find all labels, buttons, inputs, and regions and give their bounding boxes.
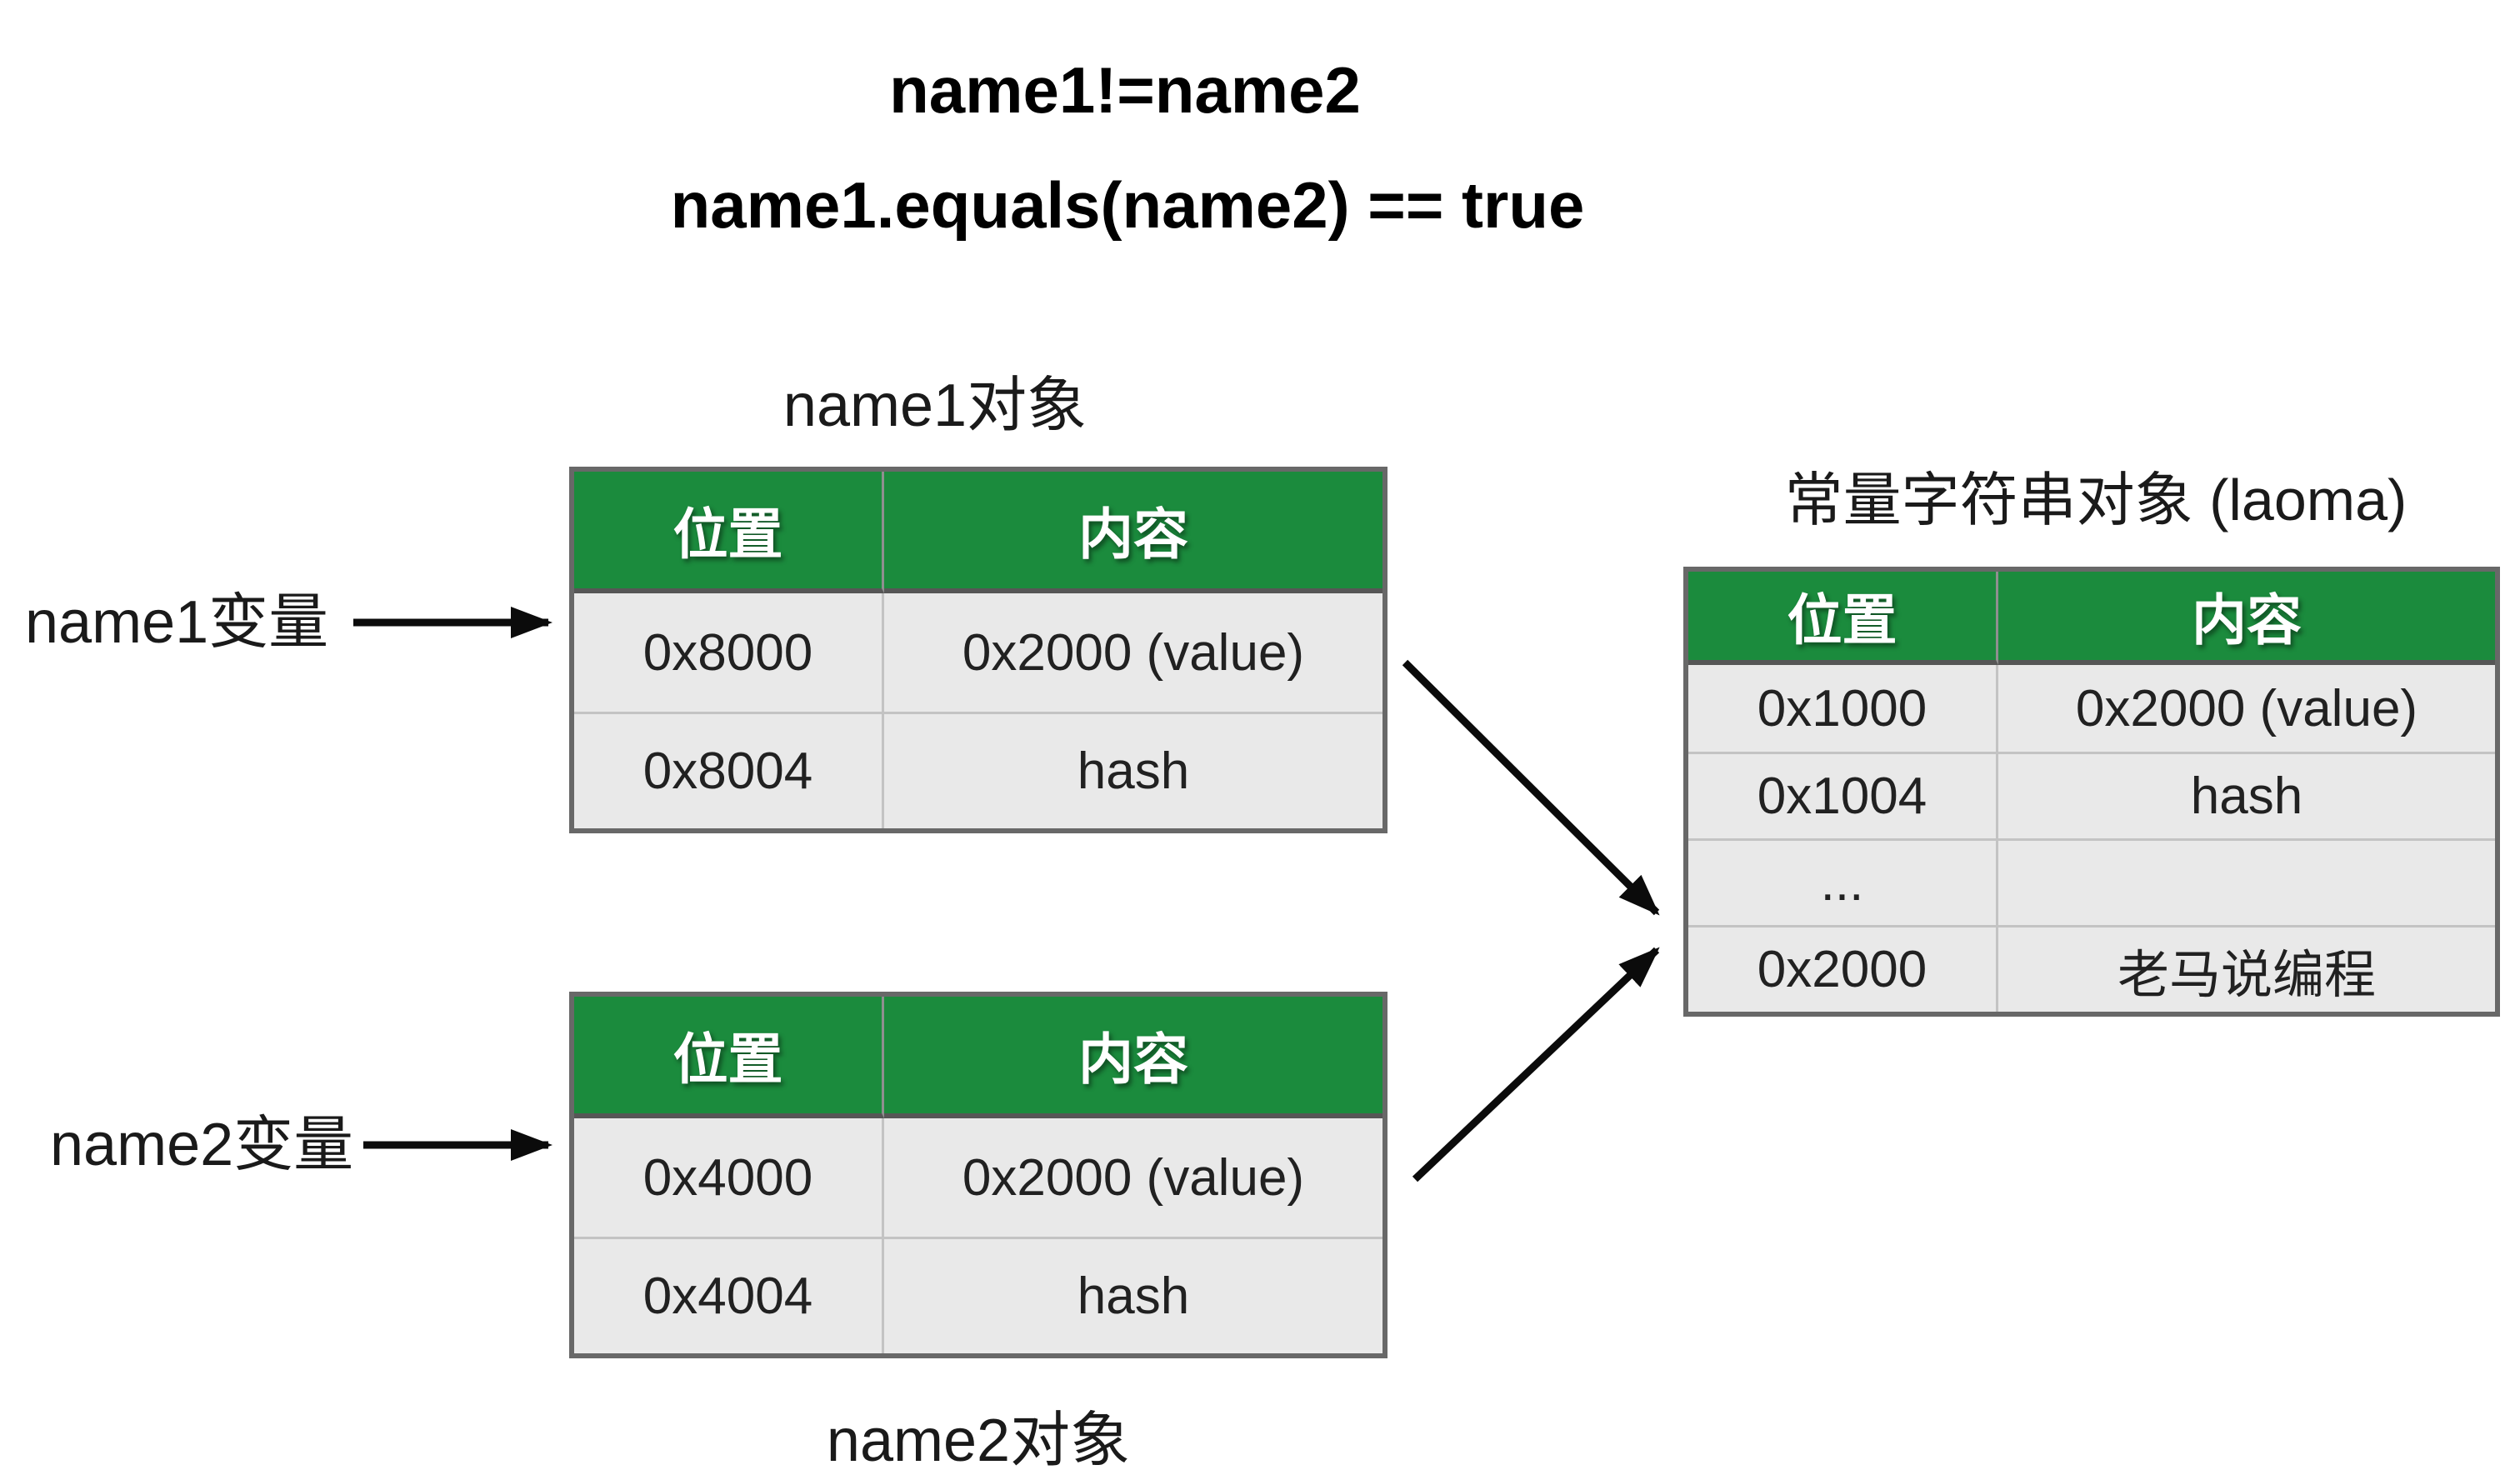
title-inequality: name1!=name2 [889, 53, 1361, 127]
arrow-name2-to-constant [1412, 947, 1660, 1182]
table-name2-object: 位置 内容 0x4000 0x2000 (value) 0x4004 hash [569, 992, 1388, 1358]
header-cell-content: 内容 [884, 472, 1382, 593]
table-cell-ellipsis: ... [1688, 838, 1998, 925]
caption-name1-object: name1对象 [782, 372, 1088, 439]
header-cell-location: 位置 [574, 472, 884, 593]
table-cell-address: 0x4004 [574, 1237, 884, 1353]
table-cell-value: 0x2000 (value) [2075, 679, 2418, 738]
table-cell-value: 0x2000 (value) [962, 623, 1305, 682]
table-cell-string-value: 老马说编程 [1998, 925, 2495, 1012]
table-cell-address: 0x8004 [574, 712, 884, 828]
caption-constant-string-object: 常量字符串对象 (laoma) [1784, 468, 2408, 532]
header-cell-location: 位置 [574, 997, 884, 1118]
caption-name2-object: name2对象 [826, 1408, 1131, 1474]
table-cell-value: hash [884, 1237, 1382, 1353]
table-cell-empty [1998, 838, 2495, 925]
table-cell-address: 0x4000 [574, 1118, 884, 1237]
table-cell-address: 0x2000 [1688, 925, 1998, 1012]
table-name1-object: 位置 内容 0x8000 0x2000 (value) 0x8004 hash [569, 467, 1388, 833]
pointer-label-name1: name1变量 [25, 589, 329, 656]
table-cell-address: 0x8000 [574, 593, 884, 712]
table-cell-value: 0x2000 (value) [962, 1148, 1305, 1207]
table-constant-string-object: 位置 内容 0x1000 0x2000 (value) 0x1004 hash … [1683, 567, 2500, 1017]
table-cell-address: 0x1004 [1688, 752, 1998, 838]
arrow-name1-to-constant [1402, 659, 1660, 916]
header-cell-location: 位置 [1688, 572, 1998, 665]
pointer-label-name2: name2变量 [50, 1112, 354, 1178]
header-cell-content: 内容 [884, 997, 1382, 1118]
table-cell-address: 0x1000 [1688, 665, 1998, 752]
table-cell-value: hash [884, 712, 1382, 828]
header-cell-content: 内容 [1998, 572, 2495, 665]
table-cell-value: hash [1998, 752, 2495, 838]
title-equals-true: name1.equals(name2) == true [670, 168, 1585, 242]
